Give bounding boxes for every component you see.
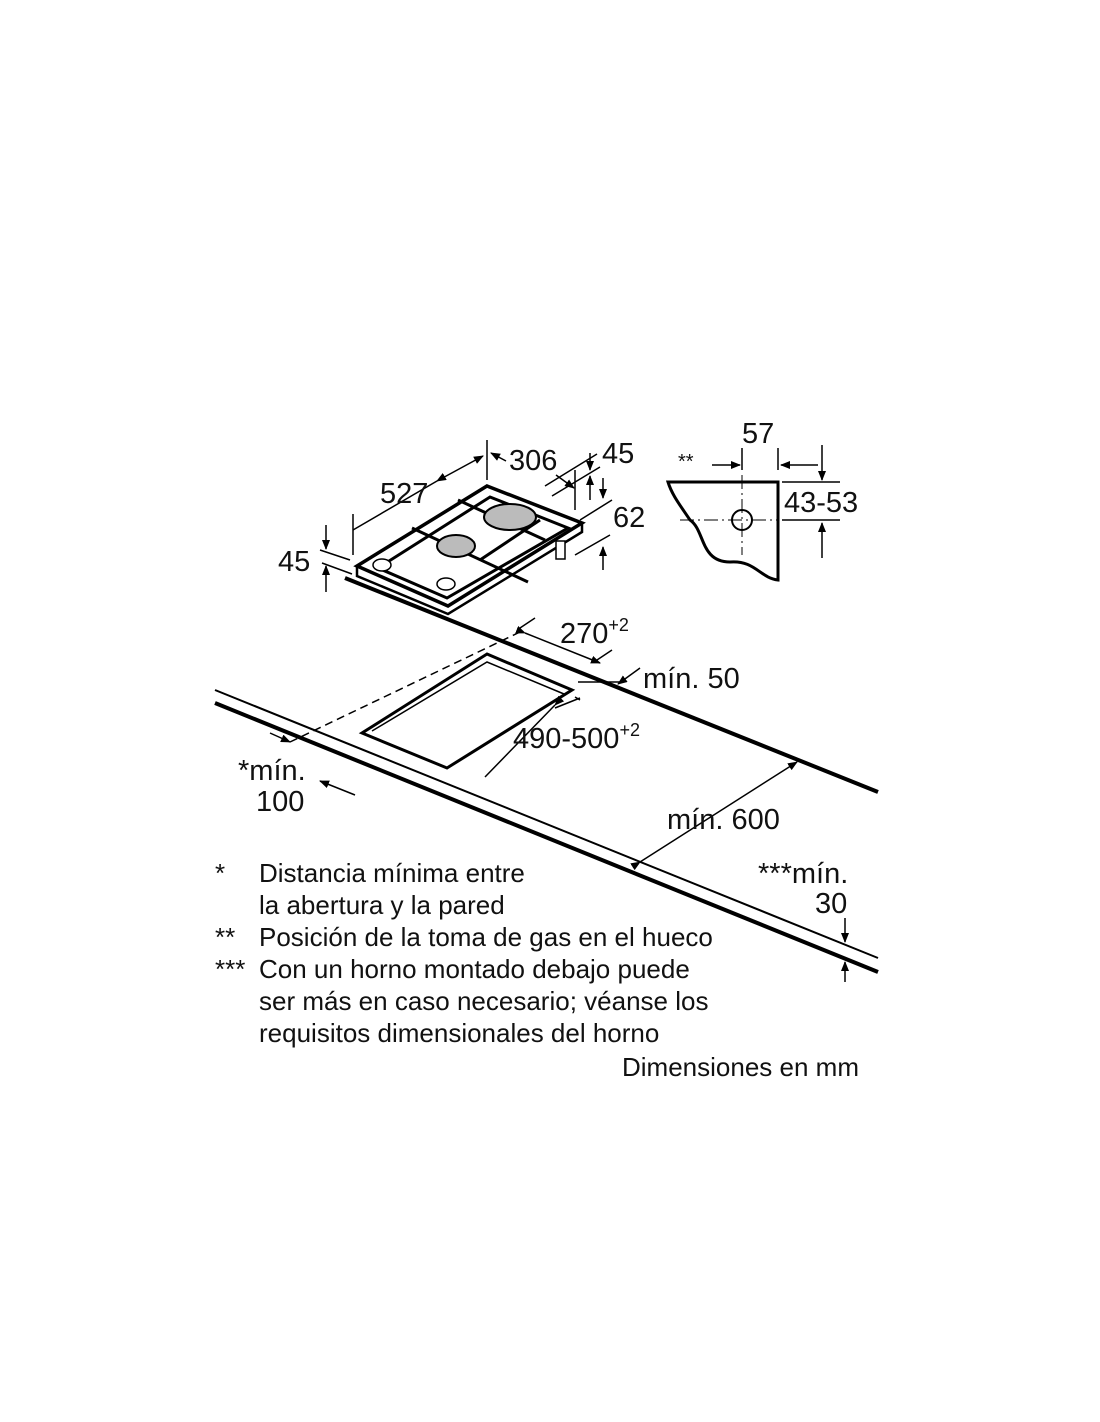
dim-gas-43-53: 43-53 bbox=[784, 487, 858, 519]
burner-small bbox=[436, 534, 476, 558]
dim-min-600: mín. 600 bbox=[667, 804, 780, 836]
dim-width-527: 527 bbox=[380, 478, 428, 510]
tolerance: +2 bbox=[608, 615, 629, 635]
note-marker: * bbox=[215, 858, 226, 888]
gas-hob bbox=[353, 484, 586, 616]
dim-height-45-right: 45 bbox=[602, 438, 634, 470]
dim-min-100-label: *mín. bbox=[238, 755, 306, 787]
hob-dimension-lines bbox=[269, 440, 849, 982]
note-line: Con un horno montado debajo puede bbox=[259, 954, 690, 984]
knob bbox=[436, 577, 456, 591]
note-line: la abertura y la pared bbox=[259, 890, 505, 920]
note-line: Posición de la toma de gas en el hueco bbox=[259, 922, 713, 952]
dim-min-30-value: 30 bbox=[815, 888, 847, 920]
value: 270 bbox=[560, 618, 608, 650]
value: 490-500 bbox=[513, 723, 619, 755]
note-line: Distancia mínima entre bbox=[259, 858, 525, 888]
note-marker: ** bbox=[215, 922, 236, 952]
knob bbox=[372, 558, 392, 572]
note-line: requisitos dimensionales del horno bbox=[259, 1018, 660, 1048]
gas-connector bbox=[555, 540, 566, 560]
dim-gas-57: 57 bbox=[742, 418, 774, 450]
dim-cutout-490-500: 490-500+2 bbox=[513, 720, 640, 755]
dim-cutout-270: 270+2 bbox=[560, 615, 629, 650]
dim-min-30-label: ***mín. bbox=[758, 858, 848, 890]
countertop bbox=[214, 576, 879, 974]
cutout bbox=[358, 652, 576, 770]
dim-height-62: 62 bbox=[613, 502, 645, 534]
gas-position-detail bbox=[665, 445, 840, 582]
dim-min-50: mín. 50 bbox=[643, 663, 740, 695]
dim-min-100-value: 100 bbox=[256, 786, 304, 818]
burner-large bbox=[483, 503, 537, 531]
dim-depth-306: 306 bbox=[509, 445, 557, 477]
gas-marker: ** bbox=[678, 451, 694, 473]
tolerance: +2 bbox=[619, 720, 640, 740]
dim-height-45-left: 45 bbox=[278, 546, 310, 578]
note-line: ser más en caso necesario; véanse los bbox=[259, 986, 709, 1016]
units-label: Dimensiones en mm bbox=[622, 1052, 859, 1082]
note-marker: *** bbox=[215, 954, 246, 984]
